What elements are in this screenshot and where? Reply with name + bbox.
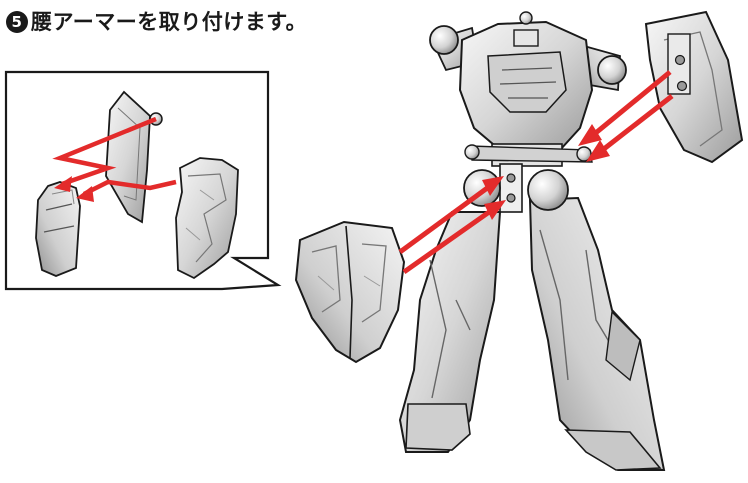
assembly-arrows	[398, 70, 674, 275]
robot-left-leg	[398, 211, 502, 453]
rear-waist-armor	[644, 10, 744, 164]
detail-arrows	[52, 116, 177, 202]
robot-right-leg	[528, 196, 666, 471]
robot-right-hip-ball	[527, 169, 569, 211]
step-number-badge: 5	[6, 11, 28, 33]
robot-head-peg	[519, 11, 533, 25]
detail-small-armor	[35, 181, 81, 277]
front-waist-armor	[294, 220, 406, 364]
step-instruction-text: 腰アーマーを取り付けます。	[31, 10, 308, 34]
detail-waist-armor	[175, 157, 239, 280]
robot-figure	[398, 11, 666, 471]
